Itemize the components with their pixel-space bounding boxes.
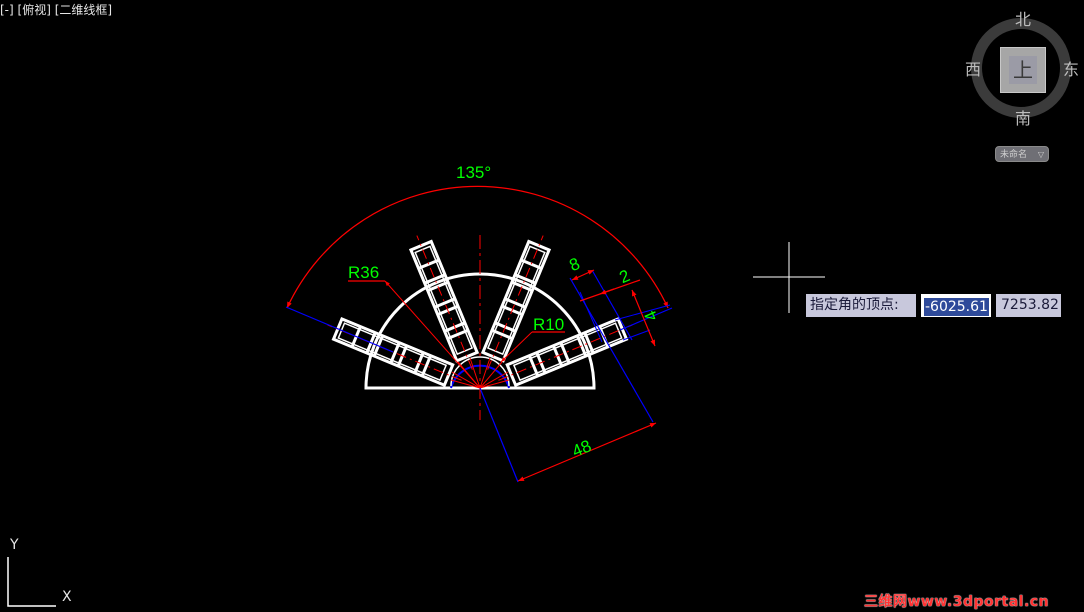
dim-r36-text: R36: [348, 263, 379, 282]
crosshair-cursor: [753, 242, 825, 313]
viewcube-top-face[interactable]: 上: [1000, 47, 1046, 93]
dynamic-input-prompt: 指定角的顶点:: [806, 294, 916, 317]
dynamic-input-x-field[interactable]: -6025.61: [921, 294, 991, 317]
dim-8-text: 8: [566, 254, 582, 275]
viewcube-face-label: 上: [1009, 56, 1037, 84]
cad-geometry: [321, 229, 639, 420]
ucs-dropdown-label: 未命名: [1000, 150, 1028, 160]
compass-west[interactable]: 西: [965, 60, 982, 79]
x-value-selected: -6025.61: [924, 298, 989, 316]
dim-2-text: 2: [616, 266, 632, 287]
viewport-controls: [-] [俯视] [二维线框]: [0, 1, 112, 18]
visual-style-button[interactable]: [二维线框]: [54, 3, 113, 17]
dynamic-input-y-field[interactable]: 7253.82: [996, 294, 1061, 317]
viewport-menu-button[interactable]: [-]: [0, 3, 14, 17]
view-menu-button[interactable]: [俯视]: [17, 3, 51, 17]
compass-south[interactable]: 南: [1015, 109, 1032, 128]
compass-east[interactable]: 东: [1063, 60, 1080, 79]
watermark: 三维网www.3dportal.cn: [864, 594, 1050, 610]
compass-north[interactable]: 北: [1015, 10, 1032, 29]
dim-r10-text: R10: [533, 315, 564, 334]
chevron-down-icon: ▽: [1037, 150, 1044, 159]
ucs-y-label: Y: [10, 537, 19, 553]
dimensions: 135° R36 R10 8 2 4 48: [285, 163, 673, 483]
ucs-icon: [7, 557, 56, 607]
compass-ring[interactable]: [971, 18, 1071, 118]
ucs-dropdown[interactable]: 未命名 ▽: [995, 146, 1049, 162]
ucs-x-label: X: [62, 589, 72, 605]
dim-angle-text: 135°: [456, 163, 491, 182]
viewcube[interactable]: 上 北 南 西 东 未命名 ▽: [960, 8, 1084, 168]
